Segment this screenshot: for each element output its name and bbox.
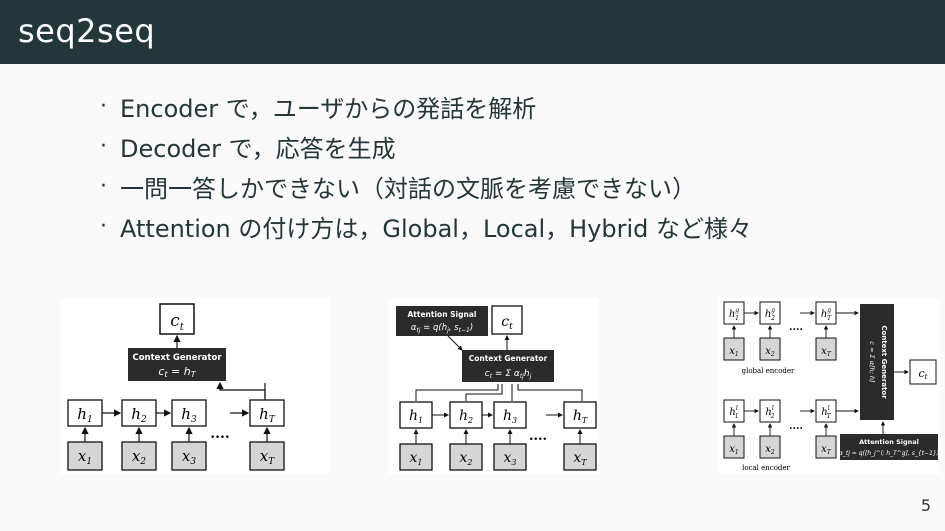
context-vector-box — [159, 303, 195, 335]
svg-text:x1: x1 — [729, 346, 738, 358]
svg-text:hl2: hl2 — [765, 405, 774, 420]
bullet-text: Decoder で，応答を生成 — [120, 134, 396, 163]
svg-text:Attention Signal: Attention Signal — [859, 438, 919, 446]
bullet-dot-icon: · — [100, 93, 107, 119]
svg-text:....: .... — [529, 429, 547, 444]
svg-text:c = Σ α[h; h]: c = Σ α[h; h] — [868, 341, 876, 383]
svg-text:hg1: hg1 — [729, 307, 739, 322]
page-number: 5 — [920, 496, 931, 515]
bullet-dot-icon: · — [100, 173, 107, 199]
context-vector-box — [491, 305, 523, 335]
svg-text:αtj = q(hj, st−1): αtj = q(hj, st−1) — [411, 323, 473, 334]
attention-signal-box: Attention Signal αtj = q(hj, st−1) — [396, 306, 488, 336]
svg-text:x1: x1 — [729, 444, 738, 456]
svg-text:hlT: hlT — [821, 405, 831, 420]
svg-text:x2: x2 — [765, 346, 775, 358]
bullet-item: · Attention の付け方は，Global，Local，Hybrid など様… — [100, 206, 752, 246]
svg-text:....: .... — [789, 322, 803, 333]
bullet-dot-icon: · — [100, 133, 107, 159]
bullet-item: · Encoder で，ユーザからの発話を解析 — [100, 86, 752, 126]
hidden-states-row: h1 h2 h3 hT .... — [67, 399, 285, 442]
svg-text:Context Generator: Context Generator — [132, 353, 222, 363]
svg-text:....: .... — [789, 421, 803, 432]
svg-text:ct = Σ αtjhj: ct = Σ αtjhj — [485, 369, 532, 380]
diagram-attention-seq2seq: Attention Signal αtj = q(hj, st−1) ct Co… — [388, 298, 598, 474]
context-generator-box: Context Generator c = Σ α[h; h] — [860, 304, 894, 420]
svg-text:ct: ct — [501, 314, 513, 332]
svg-text:....: .... — [210, 426, 230, 442]
context-vector-box — [909, 359, 937, 385]
svg-text:hl1: hl1 — [729, 405, 738, 420]
svg-text:xT: xT — [821, 346, 832, 358]
svg-text:α_tj = q([h_j^l; h_T^g], s_{t−: α_tj = q([h_j^l; h_T^g], s_{t−1}) — [839, 450, 939, 457]
svg-text:xT: xT — [821, 444, 832, 456]
bullet-item: · 一問一答しかできない（対話の文脈を考慮できない） — [100, 166, 752, 206]
svg-text:Context Generator: Context Generator — [880, 325, 888, 399]
svg-text:global encoder: global encoder — [742, 367, 795, 375]
bullet-item: · Decoder で，応答を生成 — [100, 126, 752, 166]
svg-text:Context Generator: Context Generator — [469, 354, 548, 363]
bullet-text: Encoder で，ユーザからの発話を解析 — [120, 94, 537, 123]
context-generator-box: Context Generator ct = hT — [128, 348, 226, 381]
svg-text:x2: x2 — [765, 444, 775, 456]
svg-text:hgT: hgT — [821, 307, 832, 322]
attention-signal-box: Attention Signal α_tj = q([h_j^l; h_T^g]… — [839, 434, 939, 460]
title-bar: seq2seq — [0, 0, 945, 64]
svg-text:ct: ct — [919, 367, 928, 381]
bullet-text: 一問一答しかできない（対話の文脈を考慮できない） — [120, 174, 696, 203]
inputs-row: x1 x2 x3 xT — [67, 426, 285, 471]
context-generator-box: Context Generator ct = Σ αtjhj — [462, 350, 554, 382]
inputs-row: x1 x2 x3 xT — [399, 429, 597, 471]
svg-text:Attention Signal: Attention Signal — [408, 310, 477, 319]
bullet-list: ·Encoder で，ユーザからの発話を解析 ·Decoder で，応答を生成 … — [100, 86, 752, 246]
slide-title: seq2seq — [18, 12, 156, 50]
bullet-dot-icon: · — [100, 213, 107, 239]
bullet-text: Attention の付け方は，Global，Local，Hybrid など様々 — [120, 214, 753, 243]
svg-text:local encoder: local encoder — [742, 464, 790, 472]
svg-text:hg2: hg2 — [765, 307, 775, 322]
svg-text:ct = hT: ct = hT — [158, 365, 196, 379]
diagram-basic-seq2seq: ct Context Generator ct = hT h1 h2 h3 hT… — [60, 298, 330, 474]
hidden-states-row: h1 h2 h3 hT .... — [399, 401, 597, 444]
